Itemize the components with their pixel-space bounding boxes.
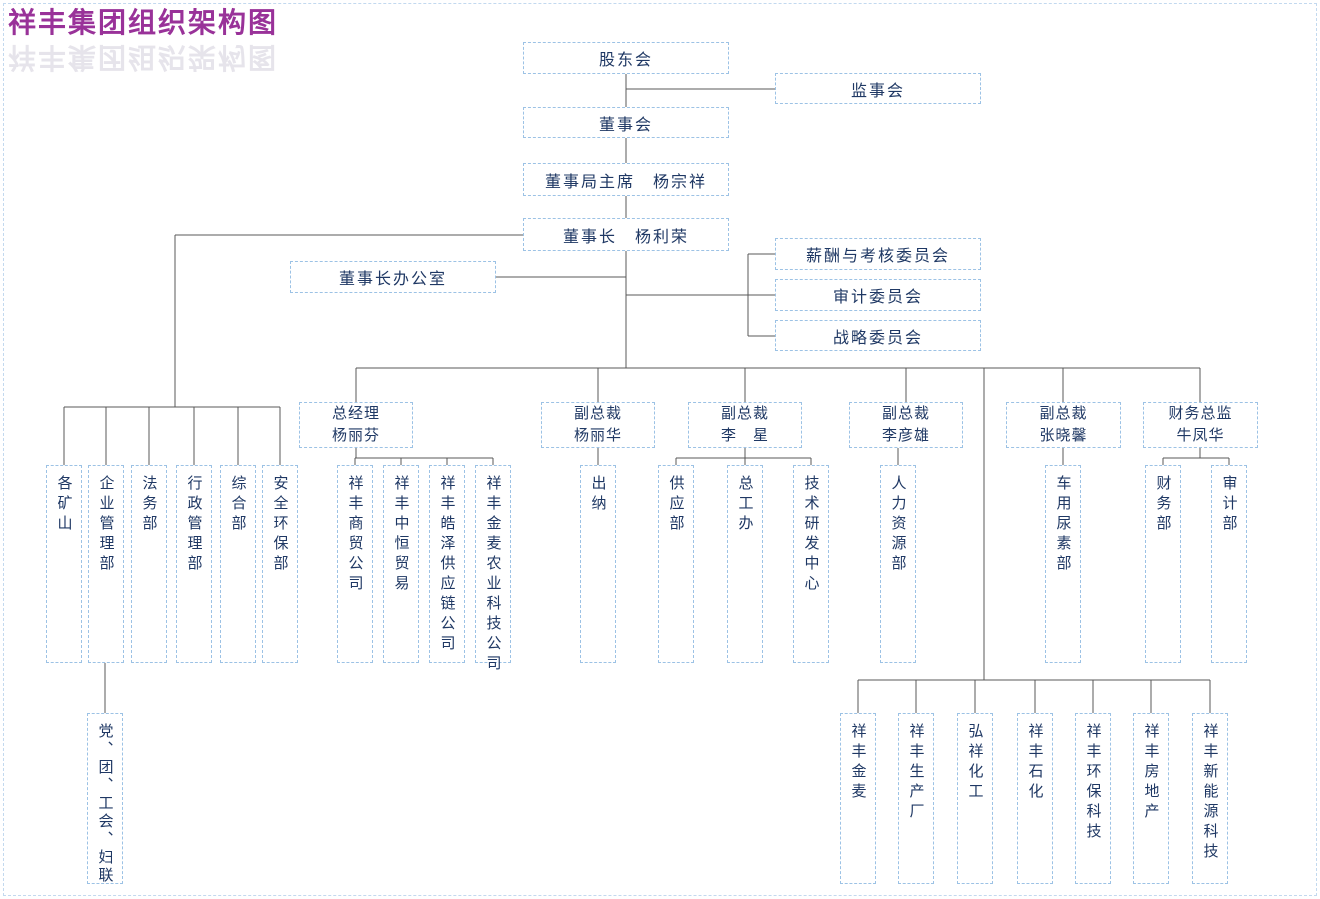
node-board-of-directors: 董事会 <box>523 107 729 138</box>
node-dept-chief-engineer-office: 总工办 <box>727 465 763 663</box>
node-vp-yang-lihua: 副总裁 杨丽华 <box>541 402 655 448</box>
node-dept-mines: 各矿山 <box>46 465 82 663</box>
node-general-manager: 总经理 杨丽芬 <box>299 402 413 448</box>
node-co-jinmai-agritech: 祥丰金麦农业科技公司 <box>475 465 511 675</box>
node-dept-enterprise-management: 企业管理部 <box>88 465 124 663</box>
node-audit-committee: 审计委员会 <box>775 279 981 311</box>
node-dept-admin-management: 行政管理部 <box>176 465 212 663</box>
node-dept-audit: 审计部 <box>1211 465 1247 663</box>
node-dept-finance: 财务部 <box>1145 465 1181 663</box>
node-vp-li-xing: 副总裁 李 星 <box>688 402 802 448</box>
node-chairman: 董事长 杨利荣 <box>523 218 729 251</box>
node-sub-production-plant: 祥丰生产厂 <box>898 713 934 884</box>
node-dept-cashier: 出纳 <box>580 465 616 663</box>
page-title-reflection: 祥丰集团组织架构图 <box>8 41 279 73</box>
node-co-haoze-supply-chain: 祥丰皓泽供应链公司 <box>429 465 465 663</box>
node-compensation-committee: 薪酬与考核委员会 <box>775 238 981 270</box>
node-chairman-office: 董事长办公室 <box>290 261 496 293</box>
node-dept-party-union: 党、团、工会、妇联 <box>87 713 123 885</box>
node-dept-safety-environment: 安全环保部 <box>262 465 298 663</box>
node-dept-supply: 供应部 <box>658 465 694 663</box>
node-shareholders: 股东会 <box>523 42 729 74</box>
node-vp-zhang-xiaoxin: 副总裁 张晓馨 <box>1006 402 1121 448</box>
node-board-chairman: 董事局主席 杨宗祥 <box>523 163 729 196</box>
chart-title-group: 祥丰集团组织架构图 祥丰集团组织架构图 <box>8 7 279 73</box>
node-co-zhongheng: 祥丰中恒贸易 <box>383 465 419 663</box>
node-sub-real-estate: 祥丰房地产 <box>1133 713 1169 884</box>
node-strategy-committee: 战略委员会 <box>775 320 981 351</box>
node-sub-environmental-tech: 祥丰环保科技 <box>1075 713 1111 884</box>
node-dept-vehicle-urea: 车用尿素部 <box>1045 465 1081 663</box>
node-vp-li-yanxiong: 副总裁 李彦雄 <box>849 402 963 448</box>
node-dept-rd-center: 技术研发中心 <box>793 465 829 663</box>
node-sub-new-energy: 祥丰新能源科技 <box>1192 713 1228 884</box>
node-sub-petrochemical: 祥丰石化 <box>1017 713 1053 884</box>
page-title: 祥丰集团组织架构图 <box>8 7 279 38</box>
node-cfo-niu-fenghua: 财务总监 牛凤华 <box>1143 402 1258 448</box>
node-dept-hr: 人力资源部 <box>880 465 916 663</box>
node-sub-jinmai: 祥丰金麦 <box>840 713 876 884</box>
node-sub-hongxiang-chemical: 弘祥化工 <box>957 713 993 884</box>
node-dept-legal: 法务部 <box>131 465 167 663</box>
node-dept-general-affairs: 综合部 <box>220 465 256 663</box>
node-co-shangmao: 祥丰商贸公司 <box>337 465 373 663</box>
node-supervisory-board: 监事会 <box>775 73 981 104</box>
